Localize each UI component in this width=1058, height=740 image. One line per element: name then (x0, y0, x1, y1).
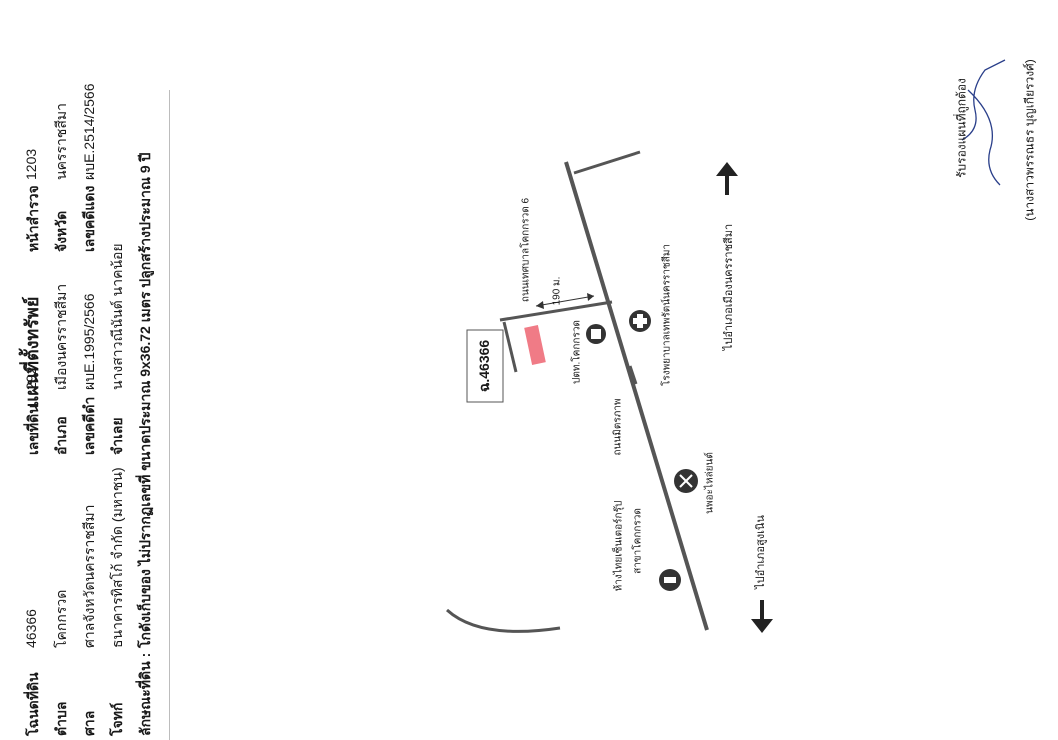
soi-road (499, 300, 613, 322)
distance-arrow-head-right (587, 293, 594, 301)
distance-label: 190 ม. (551, 276, 563, 306)
police-label: ปตท.โคกกรวด (571, 320, 583, 384)
hospital-cross-h (633, 318, 647, 324)
store-label-2: สาขาโคกกรวด (632, 508, 644, 574)
store-label-1: ห้างไทยเซ็นเตอร์กรุ๊ป (613, 500, 625, 592)
parcel-label-box (466, 329, 504, 403)
mitraphap-road (564, 161, 709, 631)
soi-road-end (502, 321, 518, 373)
side-road-south (445, 608, 561, 633)
location-map (445, 59, 1006, 633)
repair-shop-label: นพอะไหล่ยนต์ (704, 452, 716, 514)
hospital-label: โรงพยาบาลเทพรัตน์นครราชสีมา (661, 243, 673, 387)
to-nakhon-label: ไปอำเภอเมืองนครราชสีมา (723, 223, 735, 351)
side-road-north (573, 150, 641, 175)
certification-label: รับรองแผนที่ถูกต้อง (954, 78, 969, 178)
store-icon-inner (664, 577, 676, 583)
certifier-name: (นางสาวพรรณธร บุญเกียรวงศ์) (1022, 59, 1037, 221)
distance-arrow-head-left (536, 301, 544, 309)
to-sung-noen-label: ไปอำเภอสูงเนิน (755, 515, 767, 589)
repair-icon-tool-2 (679, 474, 693, 488)
signature-icon (961, 59, 1006, 186)
parcel-label: ฉ.46366 (476, 339, 492, 393)
property-parcel (524, 324, 546, 366)
mitraphap-label: ถนนมิตรภาพ (612, 398, 624, 456)
distance-arrow (535, 295, 595, 307)
hospital-road (628, 365, 638, 385)
arrow-to-nakhon-head (716, 162, 738, 176)
court-label: ศาล (81, 710, 97, 736)
subdistrict-label: ตำบล (53, 701, 69, 736)
road-label: ถนนเทศบาลโคกกรวด 6 (520, 197, 532, 303)
police-icon-inner (591, 329, 601, 339)
arrow-to-sung-noen-head (751, 619, 773, 633)
plaintiff-label: โจทก์ (109, 702, 125, 736)
